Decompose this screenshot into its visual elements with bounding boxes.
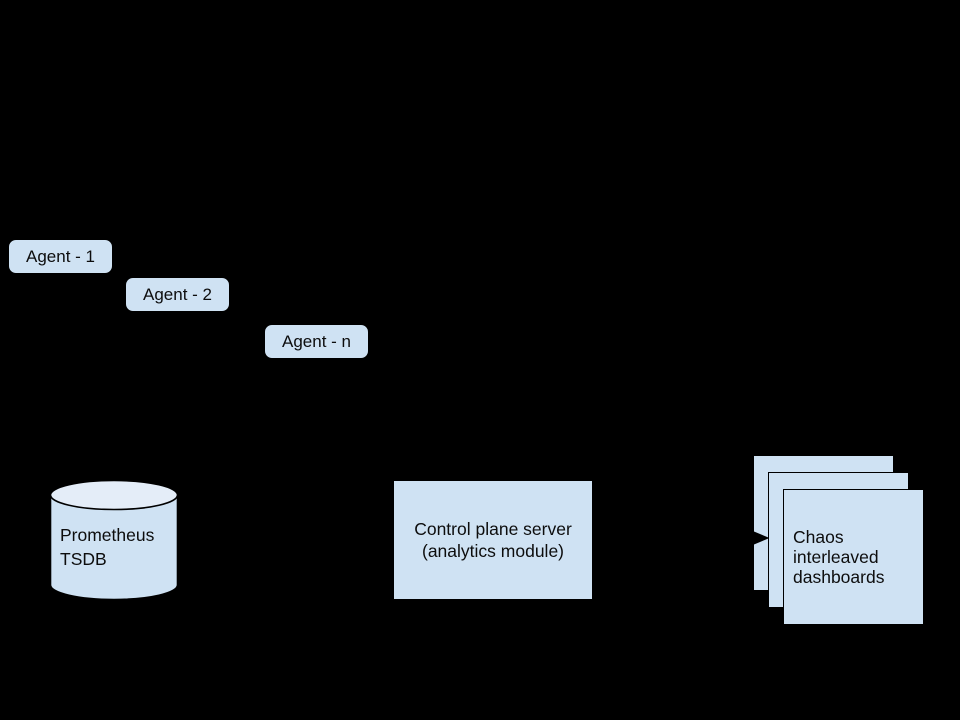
server-label-line1: Control plane server bbox=[414, 519, 572, 539]
agent-2-node: Agent - 2 bbox=[125, 277, 230, 312]
database-label-line1: Prometheus bbox=[60, 525, 155, 545]
agent-n-node: Agent - n bbox=[264, 324, 369, 359]
dashboards-label-line2: interleaved bbox=[793, 547, 879, 567]
agent-n-label: Agent - n bbox=[282, 331, 351, 351]
dashboards-label-line3: dashboards bbox=[793, 567, 885, 587]
control-plane-server-node: Control plane server (analytics module) bbox=[393, 480, 593, 600]
dashboards-label-line1: Chaos bbox=[793, 527, 844, 547]
agent-2-label: Agent - 2 bbox=[143, 284, 212, 304]
agent-1-node: Agent - 1 bbox=[8, 239, 113, 274]
database-label-line2: TSDB bbox=[60, 549, 107, 569]
agent-1-label: Agent - 1 bbox=[26, 246, 95, 266]
server-label-line2: (analytics module) bbox=[422, 541, 564, 561]
dashboard-card-front: Chaos interleaved dashboards bbox=[783, 489, 924, 625]
database-cylinder-icon bbox=[49, 479, 179, 601]
prometheus-tsdb-node: Prometheus TSDB bbox=[49, 478, 179, 602]
database-label: Prometheus TSDB bbox=[60, 523, 154, 571]
